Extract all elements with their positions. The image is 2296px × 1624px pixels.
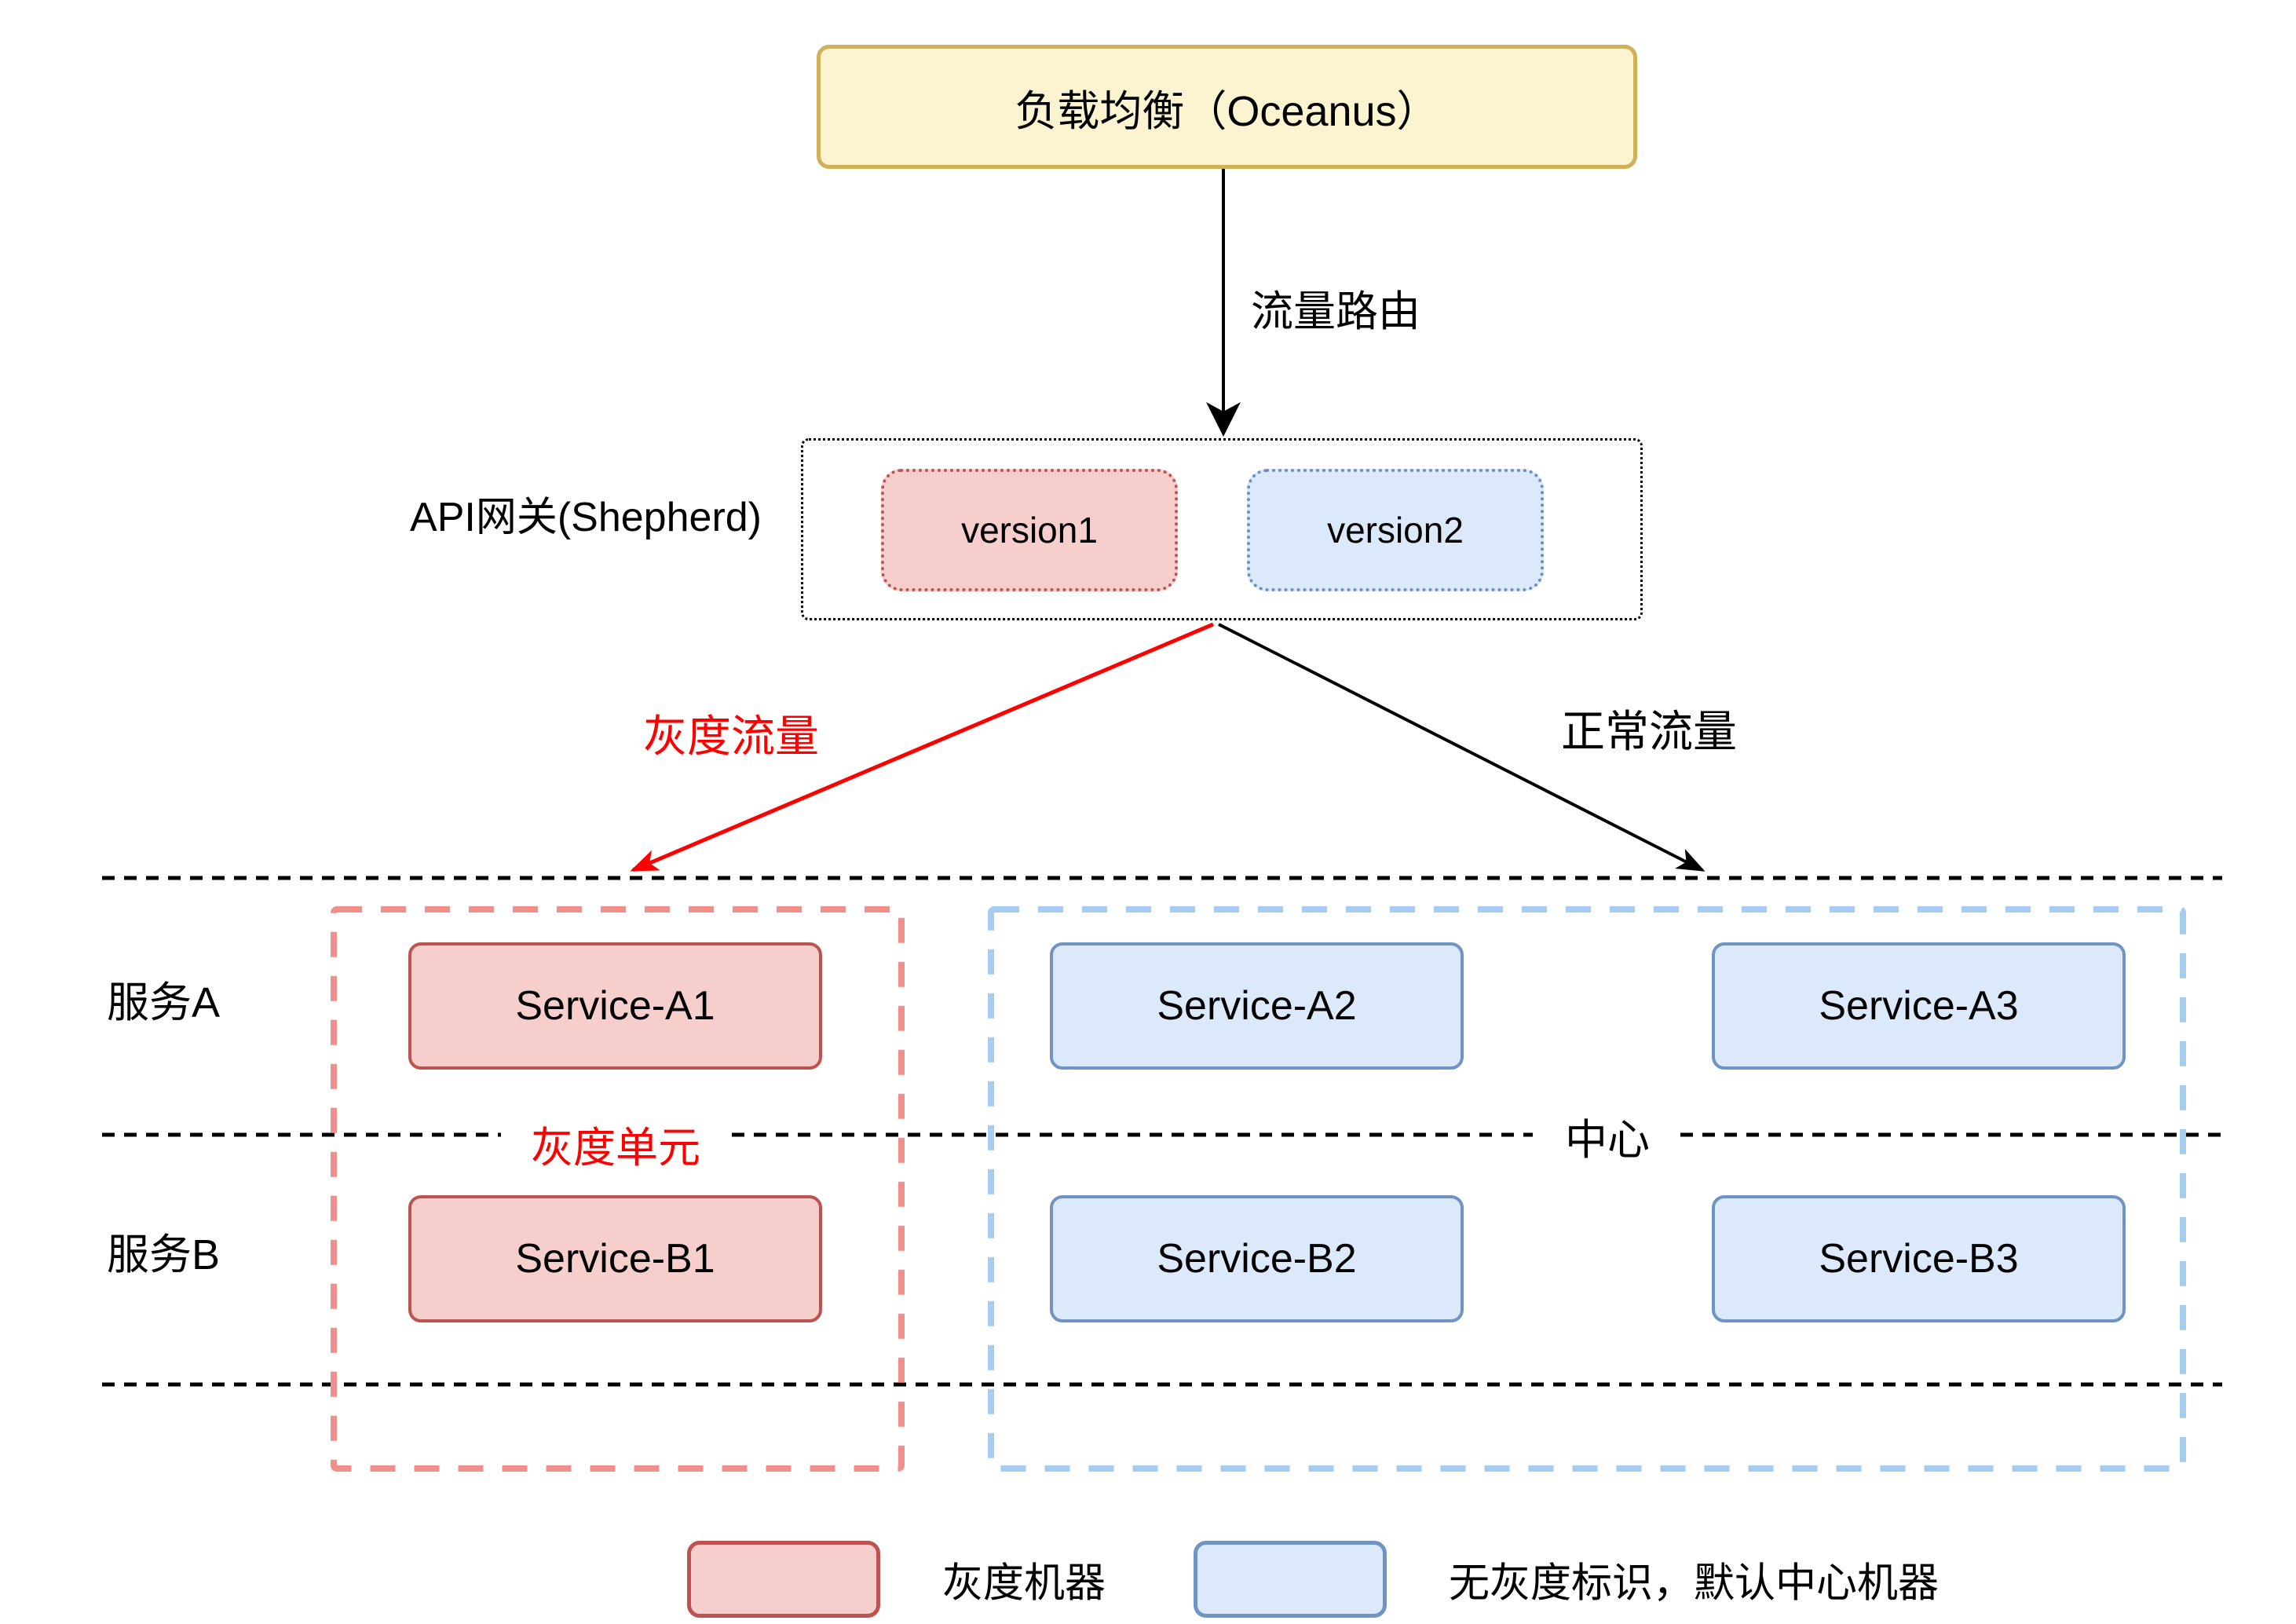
service-a1-label: Service-A1 [515,983,715,1029]
legend-center-label: 无灰度标识，默认中心机器 [1449,1560,1940,1607]
normal-traffic-label: 正常流量 [1561,706,1737,756]
service-a3-node: Service-A3 [1712,942,2126,1070]
center-unit-label: 中心 [1565,1116,1650,1164]
service-a3-label: Service-A3 [1819,983,2019,1029]
gateway-version2-node: version2 [1247,469,1544,591]
gray-unit-boundary [331,906,905,1472]
traffic-route-label: 流量路由 [1251,287,1420,335]
gray-traffic-arrow [630,622,1214,872]
gray-traffic-label: 灰度流量 [643,711,819,761]
gateway-version2-label: version2 [1327,510,1464,550]
gray-unit-label: 灰度单元 [531,1124,700,1172]
legend-gray-label: 灰度机器 [942,1560,1106,1607]
service-b3-node: Service-B3 [1712,1195,2126,1322]
service-b1-node: Service-B1 [408,1195,822,1322]
normal-traffic-arrow [1218,623,1706,872]
load-balancer-node: 负载均衡（Oceanus） [817,45,1637,169]
service-a2-node: Service-A2 [1050,942,1464,1070]
load-balancer-label: 负载均衡（Oceanus） [1015,87,1439,135]
gateway-version1-label: version1 [961,510,1098,550]
row-label-service-a: 服务A [106,978,221,1026]
service-b2-label: Service-B2 [1157,1236,1357,1282]
legend-center-swatch [1194,1541,1387,1618]
api-gateway-label: API网关(Shepherd) [410,495,762,541]
legend-gray-swatch [687,1541,880,1618]
row-label-service-b: 服务B [106,1231,221,1278]
center-unit-boundary [988,906,2186,1472]
service-b2-node: Service-B2 [1050,1195,1464,1322]
service-b1-label: Service-B1 [515,1236,715,1282]
service-a1-node: Service-A1 [408,942,822,1070]
service-b3-label: Service-B3 [1819,1236,2019,1282]
gateway-version1-node: version1 [881,469,1178,591]
service-a2-label: Service-A2 [1157,983,1357,1029]
